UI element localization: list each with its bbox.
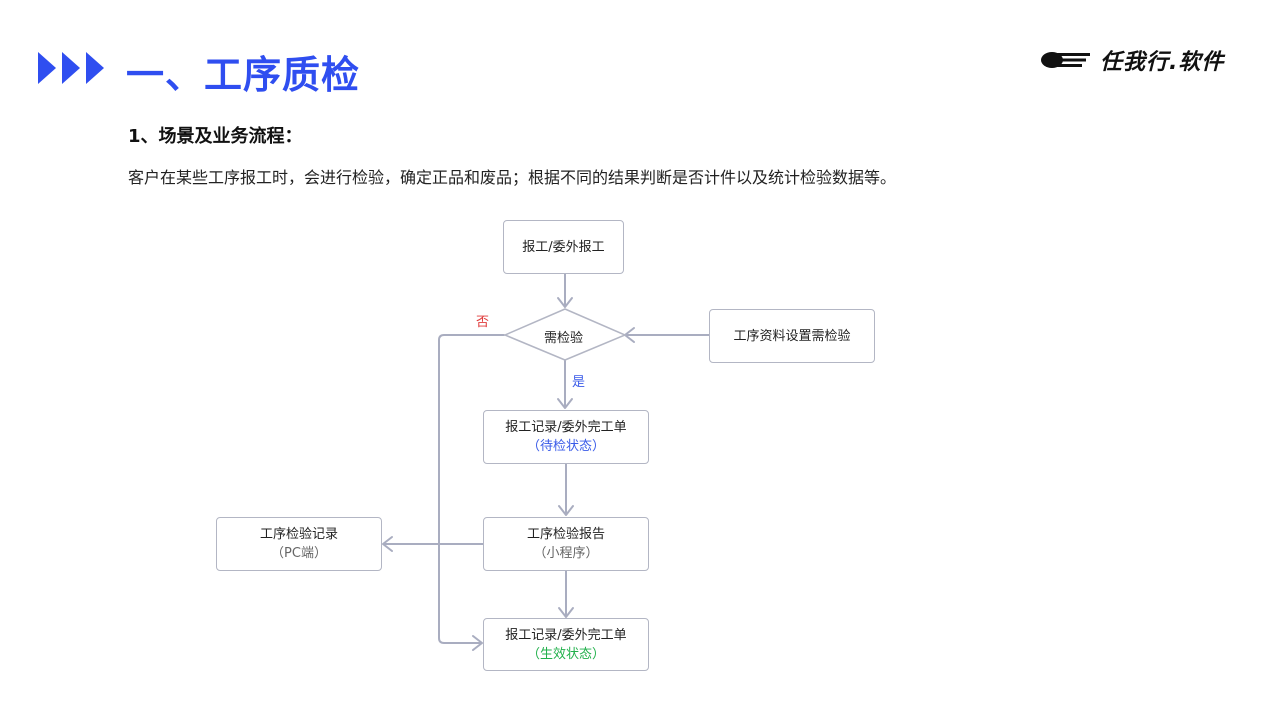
pc-record-sub: （PC端） <box>271 546 327 561</box>
config-node: 工序资料设置需检验 <box>709 309 875 363</box>
company-logo: 任我行.软件 <box>1040 44 1224 76</box>
logo-text: 任我行.软件 <box>1100 50 1225 75</box>
section-title: 1、场景及业务流程： <box>128 126 303 147</box>
config-node-label: 工序资料设置需检验 <box>733 328 851 344</box>
title-arrows-icon <box>38 52 104 84</box>
page-title: 一、工序质检 <box>126 53 361 97</box>
no-label: 否 <box>476 315 490 330</box>
pc-record-node: 工序检验记录 （PC端） <box>216 517 382 571</box>
start-node: 报工/委外报工 <box>503 220 624 274</box>
yes-label: 是 <box>572 375 586 390</box>
pending-record-title: 报工记录/委外完工单 <box>505 420 627 435</box>
logo-stripes-icon <box>1041 52 1090 68</box>
decision-label: 需检验 <box>544 331 584 346</box>
inspection-report-node: 工序检验报告 （小程序） <box>483 517 649 571</box>
section-description: 客户在某些工序报工时，会进行检验，确定正品和废品；根据不同的结果判断是否计件以及… <box>128 168 897 187</box>
effective-record-node: 报工记录/委外完工单 （生效状态） <box>483 618 649 671</box>
inspection-report-title: 工序检验报告 <box>526 527 605 542</box>
decision-diamond <box>503 308 627 361</box>
inspection-report-sub: （小程序） <box>533 546 599 561</box>
start-node-label: 报工/委外报工 <box>522 239 605 255</box>
pending-record-node: 报工记录/委外完工单 （待检状态） <box>483 410 649 464</box>
pending-status-label: （待检状态） <box>526 439 605 454</box>
arrow-no-to-effective <box>438 334 505 644</box>
effective-status-label: （生效状态） <box>526 646 605 662</box>
pc-record-title: 工序检验记录 <box>259 527 338 542</box>
effective-record-title: 报工记录/委外完工单 <box>505 627 627 643</box>
